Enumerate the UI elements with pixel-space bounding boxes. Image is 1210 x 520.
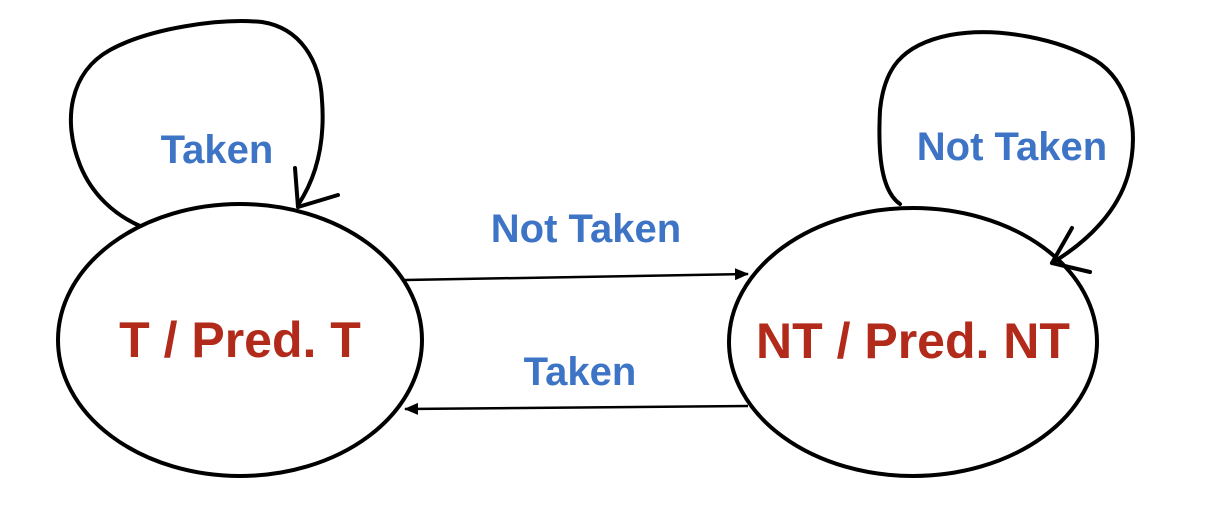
self-loop-taken-label: Taken — [161, 128, 274, 172]
transition-taken-arrow — [404, 402, 749, 415]
state-not-taken-label: NT / Pred. NT — [756, 313, 1070, 369]
self-loop-taken-arrowhead — [293, 166, 340, 209]
self-loop-taken-arrow — [68, 19, 325, 228]
state-not-taken — [727, 206, 1099, 478]
transition-not-taken-label: Not Taken — [491, 207, 681, 251]
self-loop-not-taken-label: Not Taken — [917, 125, 1107, 169]
self-loop-not-taken-arrow — [877, 30, 1135, 265]
state-taken-label: T / Pred. T — [119, 312, 361, 368]
transition-not-taken-arrow — [404, 268, 749, 282]
transition-taken-label: Taken — [524, 350, 637, 394]
state-taken — [56, 202, 424, 478]
